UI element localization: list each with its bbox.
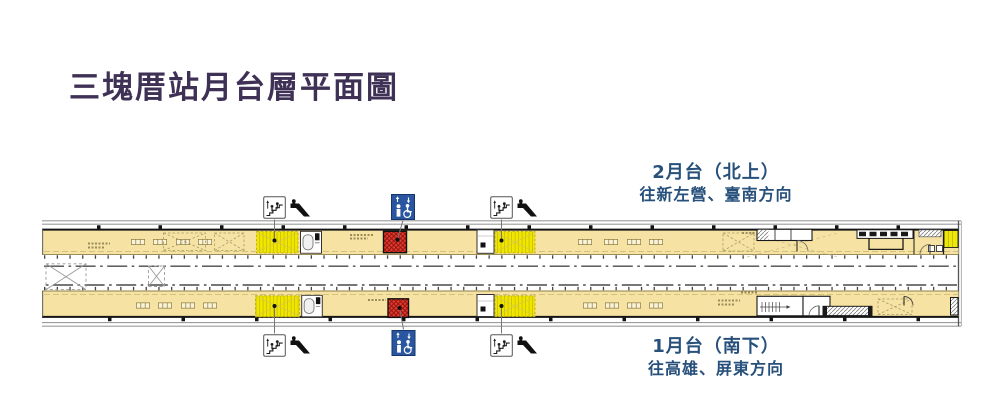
platform-1-features: [136, 291, 959, 319]
equipment-rooms-south: [756, 295, 959, 317]
wayfinding-icons-south: [263, 304, 537, 357]
escalator-icon: [290, 336, 310, 354]
platform-2-features: [88, 228, 959, 258]
micro-text-marks: [88, 232, 756, 249]
escalator-icon: [517, 199, 537, 217]
platform-1-direction: 往高雄、屏東方向: [647, 359, 784, 378]
end-room-north: [913, 229, 959, 255]
platform-2-name: 2月台（北上）: [652, 162, 780, 183]
equipment-rooms-north: [746, 228, 914, 258]
escalator-unit-south-1: [301, 294, 323, 318]
stairs-icon: [490, 196, 513, 219]
page-title: 三塊厝站月台層平面圖: [69, 70, 399, 106]
stairs-icon: [490, 334, 513, 357]
elevator-shaft-north: [382, 230, 408, 254]
platform-2-direction: 往新左營、臺南方向: [639, 185, 793, 204]
service-room-north: [476, 229, 495, 254]
void-openings-north: [163, 232, 755, 252]
track-crossover: [45, 263, 165, 291]
elevator-icon: [391, 330, 416, 356]
stairs-icon: [263, 196, 286, 219]
track-area: [44, 263, 957, 291]
stairs-icon: [263, 334, 286, 357]
platform-1-name: 1月台（南下）: [652, 336, 780, 357]
micro-text-marks: [368, 291, 757, 306]
wayfinding-icons-north: [263, 194, 537, 243]
escalator-icon: [290, 199, 310, 217]
stairway-north-1: [256, 231, 299, 254]
platform-1-label: 1月台（南下） 往高雄、屏東方向: [575, 336, 857, 379]
elevator-icon: [391, 194, 415, 220]
escalator-unit-north-1: [300, 230, 322, 254]
stairway-south-1: [255, 295, 300, 318]
platform-2-label: 2月台（北上） 往新左營、臺南方向: [575, 162, 857, 205]
service-room-south: [476, 294, 495, 317]
escalator-icon: [517, 336, 537, 354]
